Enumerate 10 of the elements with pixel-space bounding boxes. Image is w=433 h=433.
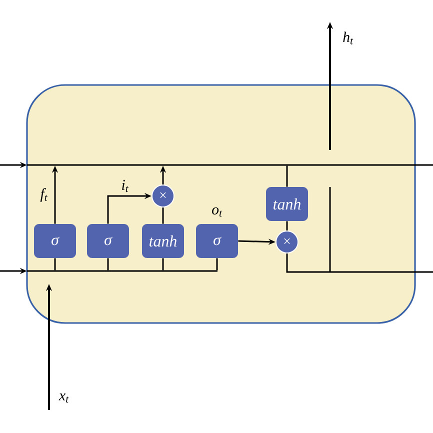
- gate-box: σ: [87, 224, 129, 258]
- arrow-label: h$_{t}$: [343, 32, 354, 44]
- edge-label: f$_{t}$: [40, 188, 48, 202]
- gate-box: σ: [34, 224, 76, 258]
- gate-box: tanh: [142, 224, 184, 258]
- edge-label: o$_{t}$: [212, 207, 222, 217]
- edge-label: i$_{t}$: [122, 180, 128, 192]
- gate-box: σ: [196, 224, 238, 258]
- arrow-label: x$_{t}$: [58, 393, 69, 403]
- gate-box: tanh: [266, 187, 308, 221]
